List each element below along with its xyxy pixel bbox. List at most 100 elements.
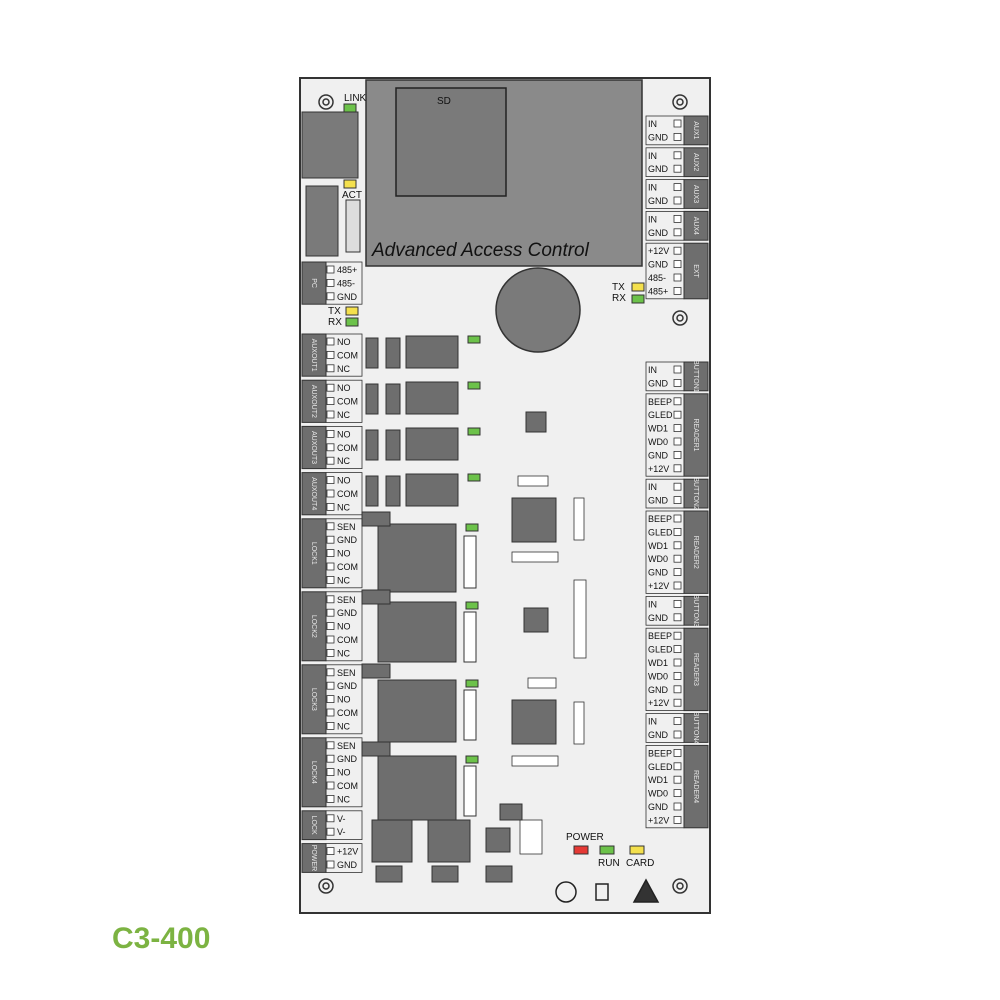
terminal-screw [326,681,335,690]
aux-relay-leds [467,335,481,482]
pin-label: GND [648,164,669,174]
pin-label: GND [648,730,669,740]
pin-label: 485+ [337,265,357,275]
pin-label: COM [337,781,358,791]
pin-label: COM [337,708,358,718]
aux-relays [365,335,459,507]
lock-relays [361,511,457,821]
terminal-screw [673,365,682,374]
block-name: PC [310,278,317,288]
lcd-label: Advanced Access Control [371,240,590,261]
mounting-holes [318,94,688,894]
pin-label: 485- [648,273,666,283]
pin-label: NC [337,456,350,466]
block-name: LOCK4 [310,761,317,784]
block-name: LOCK3 [310,688,317,711]
link-led [343,103,357,113]
pin-label: WD0 [648,554,668,564]
pin-label: COM [337,443,358,453]
terminal-screw [326,860,335,869]
block-name: READER1 [692,418,699,451]
act-led [343,179,357,189]
terminal-screw [673,775,682,784]
terminal-screw [673,119,682,128]
terminal-screw [326,754,335,763]
terminal-screw [326,397,335,406]
pin-label: +12V [648,581,669,591]
terminal-screw [673,762,682,771]
terminal-screw [673,554,682,563]
pin-label: GND [648,685,669,695]
pin-label: GND [648,132,669,142]
terminal-screw [326,429,335,438]
pin-label: NC [337,794,350,804]
rx-led-ext [631,294,645,304]
block-name: LOCK2 [310,615,317,638]
block-name: LOCK [310,816,317,835]
pin-label: BEEP [648,397,672,407]
terminal-screw [326,350,335,359]
terminal-screw [673,196,682,205]
terminal-screw [673,581,682,590]
terminal-screw [673,600,682,608]
pin-label: BEEP [648,631,672,641]
terminal-screw [326,456,335,465]
pin-label: +12V [337,847,358,857]
terminal-screw [326,265,335,274]
pin-label: WD1 [648,658,668,668]
pin-label: COM [337,562,358,572]
pin-label: GLED [648,527,673,537]
block-name: BUTTON4 [692,712,699,745]
pin-label: GND [648,496,669,506]
pin-label: NC [337,721,350,731]
terminal-screw [326,522,335,531]
terminal-screw [326,695,335,703]
block-name: AUXOUT2 [310,385,317,418]
tx-led-ext [631,282,645,292]
pin-label: WD0 [648,437,668,447]
pin-label: GND [337,535,358,545]
terminal-screw [326,722,335,730]
terminal-screw [326,383,335,392]
right-terminal-blocks: AUX1INGNDAUX2INGNDAUX3INGNDAUX4INGNDEXT+… [645,115,709,829]
pin-label: WD0 [648,671,668,681]
pin-label: IN [648,214,657,224]
terminal-screw [673,437,682,446]
pin-label: IN [648,151,657,161]
terminal-screw [673,260,682,269]
block-name: AUX1 [692,121,699,139]
block-name: READER3 [692,653,699,686]
terminal-screw [326,768,335,776]
terminal-screw [326,827,335,836]
rx-label-ext: RX [612,293,626,304]
terminal-screw [673,541,682,550]
terminal-screw [673,410,682,419]
terminal-screw [326,443,335,452]
terminal-screw [673,658,682,667]
pin-label: WD1 [648,775,668,785]
pin-label: NO [337,476,351,486]
block-name: BUTTON1 [692,360,699,393]
pin-label: GLED [648,645,673,655]
pin-label: IN [648,717,657,727]
terminal-screw [673,496,682,505]
terminal-screw [673,464,682,473]
block-name: BUTTON2 [692,477,699,510]
pin-label: GND [337,292,358,302]
act-label: ACT [342,190,362,201]
terminal-screw [673,378,682,387]
pin-label: IN [648,119,657,129]
terminal-screw [326,489,335,498]
ethernet-pin-header [305,185,361,257]
pin-label: NC [337,410,350,420]
pin-label: COM [337,397,358,407]
pin-label: COM [337,635,358,645]
pin-label: NC [337,364,350,374]
